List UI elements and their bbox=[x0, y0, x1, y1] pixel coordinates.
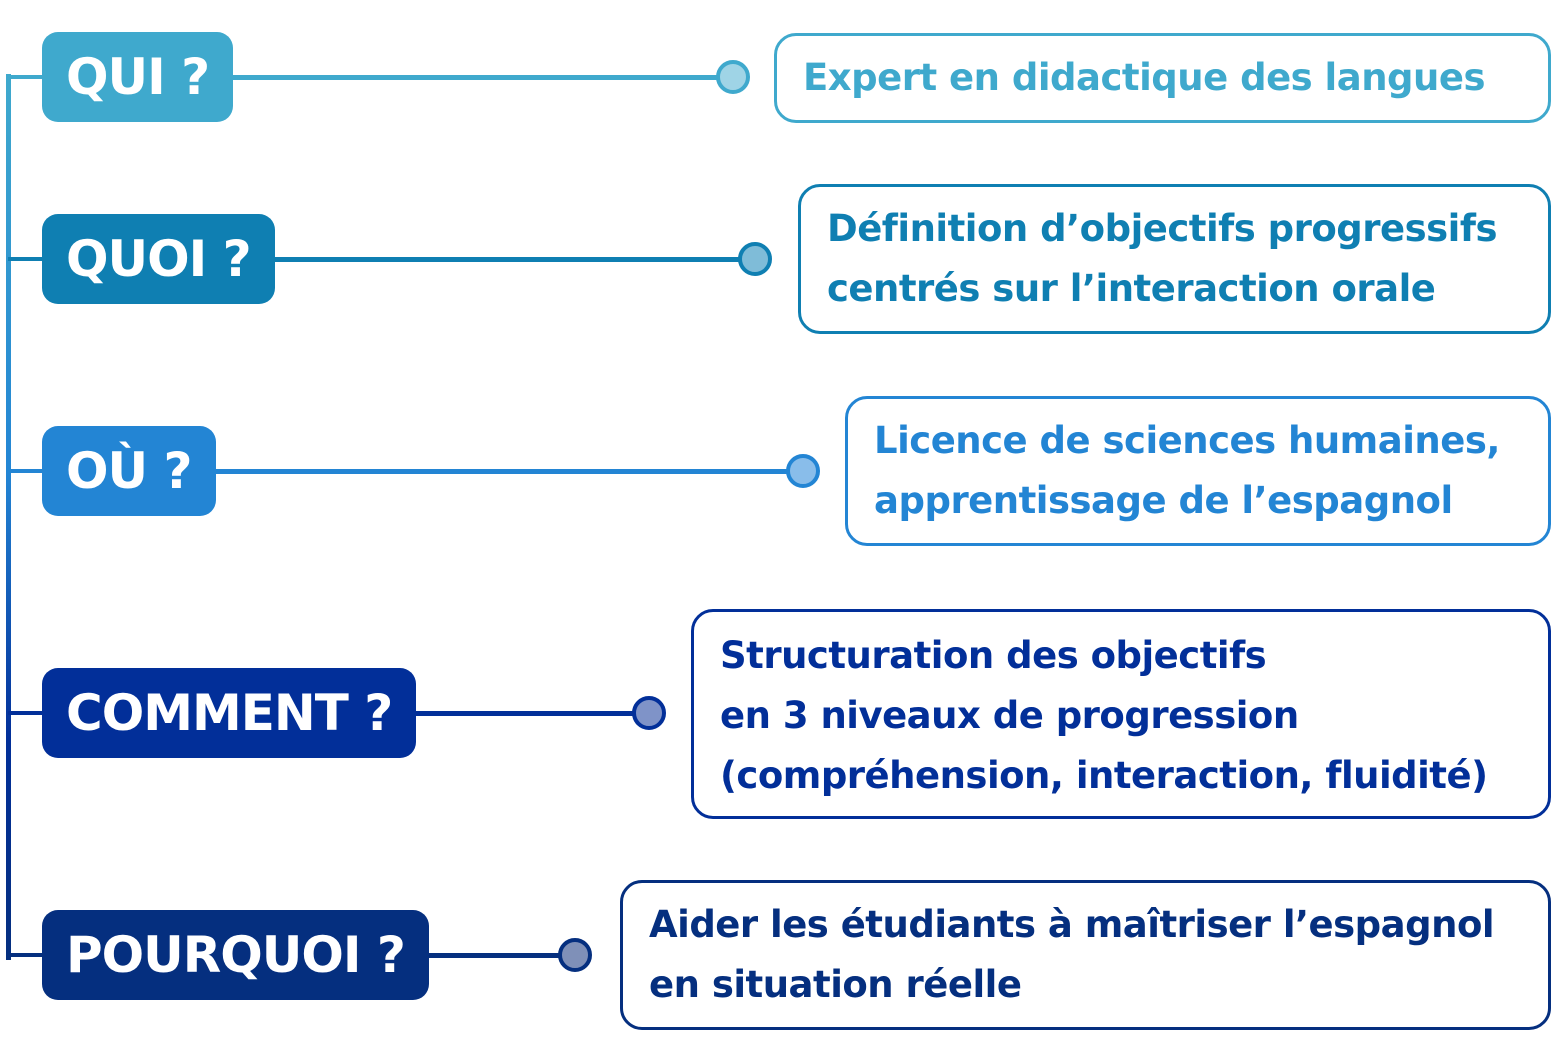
answer-box-ou: Licence de sciences humaines, apprentiss… bbox=[845, 396, 1551, 546]
vertical-spine bbox=[6, 74, 11, 960]
question-label-comment: COMMENT ? bbox=[42, 668, 417, 758]
question-label-quoi: QUOI ? bbox=[42, 214, 275, 304]
spine-spur bbox=[8, 711, 44, 715]
connector-line bbox=[262, 257, 742, 262]
connector-dot bbox=[716, 60, 750, 94]
spine-spur bbox=[8, 953, 44, 957]
connector-line bbox=[398, 711, 634, 716]
spine-spur bbox=[8, 469, 44, 473]
spine-spur bbox=[8, 75, 44, 79]
connector-dot bbox=[738, 242, 772, 276]
connector-line bbox=[220, 75, 720, 80]
connector-dot bbox=[786, 454, 820, 488]
connector-line bbox=[204, 469, 790, 474]
question-label-qui: QUI ? bbox=[42, 32, 234, 122]
spine-spur bbox=[8, 257, 44, 261]
answer-box-quoi: Définition d’objectifs progressifs centr… bbox=[798, 184, 1551, 334]
answer-box-qui: Expert en didactique des langues bbox=[774, 33, 1551, 123]
connector-dot bbox=[632, 696, 666, 730]
answer-box-comment: Structuration des objectifs en 3 niveaux… bbox=[691, 609, 1551, 819]
answer-box-pourquoi: Aider les étudiants à maîtriser l’espagn… bbox=[620, 880, 1551, 1030]
question-label-ou: OÙ ? bbox=[42, 426, 216, 516]
question-label-pourquoi: POURQUOI ? bbox=[42, 910, 429, 1000]
connector-line bbox=[410, 953, 560, 958]
connector-dot bbox=[558, 938, 592, 972]
